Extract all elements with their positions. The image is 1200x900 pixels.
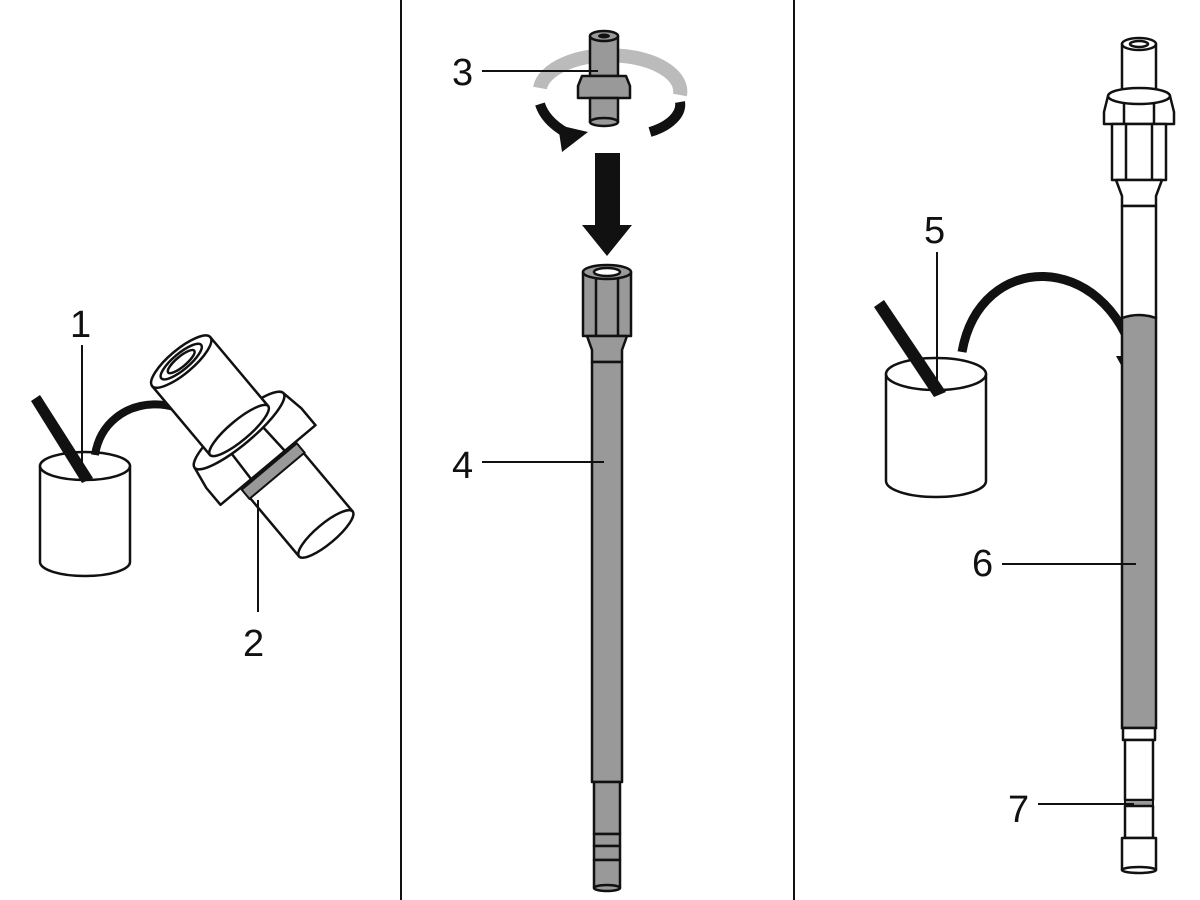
- callout-5: 5: [924, 210, 945, 252]
- callout-2: 2: [243, 623, 264, 665]
- callout-7: 7: [1008, 789, 1029, 831]
- grease-pot-icon: [38, 450, 132, 578]
- grease-brush-icon: [31, 395, 93, 483]
- small-nozzle-icon: [576, 29, 632, 128]
- union-fitting-icon: [149, 334, 355, 559]
- panel-step-3: 5 6 7: [874, 36, 1176, 875]
- callout-3: 3: [452, 52, 473, 94]
- rod-assembly-icon: [581, 263, 633, 893]
- callout-6: 6: [972, 543, 993, 585]
- insert-arrow-icon: [582, 153, 632, 256]
- grease-brush-icon: [874, 300, 946, 397]
- panel-step-2: 3 4: [452, 29, 688, 893]
- greased-rod-icon: [1102, 36, 1176, 875]
- callout-4: 4: [452, 445, 473, 487]
- callout-1: 1: [70, 304, 91, 346]
- panel-step-1: 1 2: [31, 304, 355, 665]
